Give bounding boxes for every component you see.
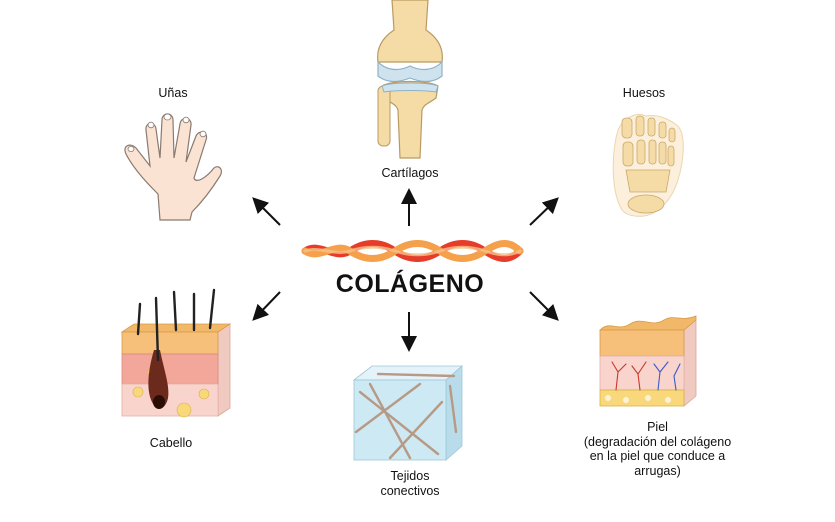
- label-skin: Piel (degradación del colágeno en la pie…: [565, 420, 750, 478]
- label-cartilage: Cartílagos: [381, 166, 439, 180]
- label-nails: Uñas: [158, 86, 188, 100]
- label-skin-line3: en la piel que conduce a: [589, 449, 726, 463]
- label-skin-line1: Piel: [647, 420, 668, 434]
- label-connective-line2: conectivos: [380, 484, 440, 498]
- connective-tissue-icon: [352, 365, 464, 461]
- hand-icon: [124, 113, 223, 221]
- hair-follicle-icon: [120, 288, 232, 418]
- arrow-to-bones: [529, 197, 559, 226]
- label-connective-line1: Tejidos: [390, 469, 430, 483]
- knee-joint-icon: [377, 0, 443, 159]
- label-connective: Tejidos conectivos: [360, 469, 460, 499]
- collagen-fiber-icon: [301, 240, 524, 262]
- label-bones: Huesos: [622, 86, 666, 100]
- center-title: COLÁGENO: [335, 270, 485, 298]
- skin-layers-icon: [599, 315, 697, 407]
- label-skin-line4: arrugas): [634, 463, 681, 478]
- label-hair: Cabello: [149, 436, 193, 450]
- foot-bones-icon: [612, 114, 684, 217]
- label-skin-line2: (degradación del colágeno: [583, 434, 732, 449]
- arrow-to-hair: [252, 291, 281, 321]
- arrow-to-nails: [252, 197, 281, 226]
- arrow-to-skin: [529, 291, 559, 321]
